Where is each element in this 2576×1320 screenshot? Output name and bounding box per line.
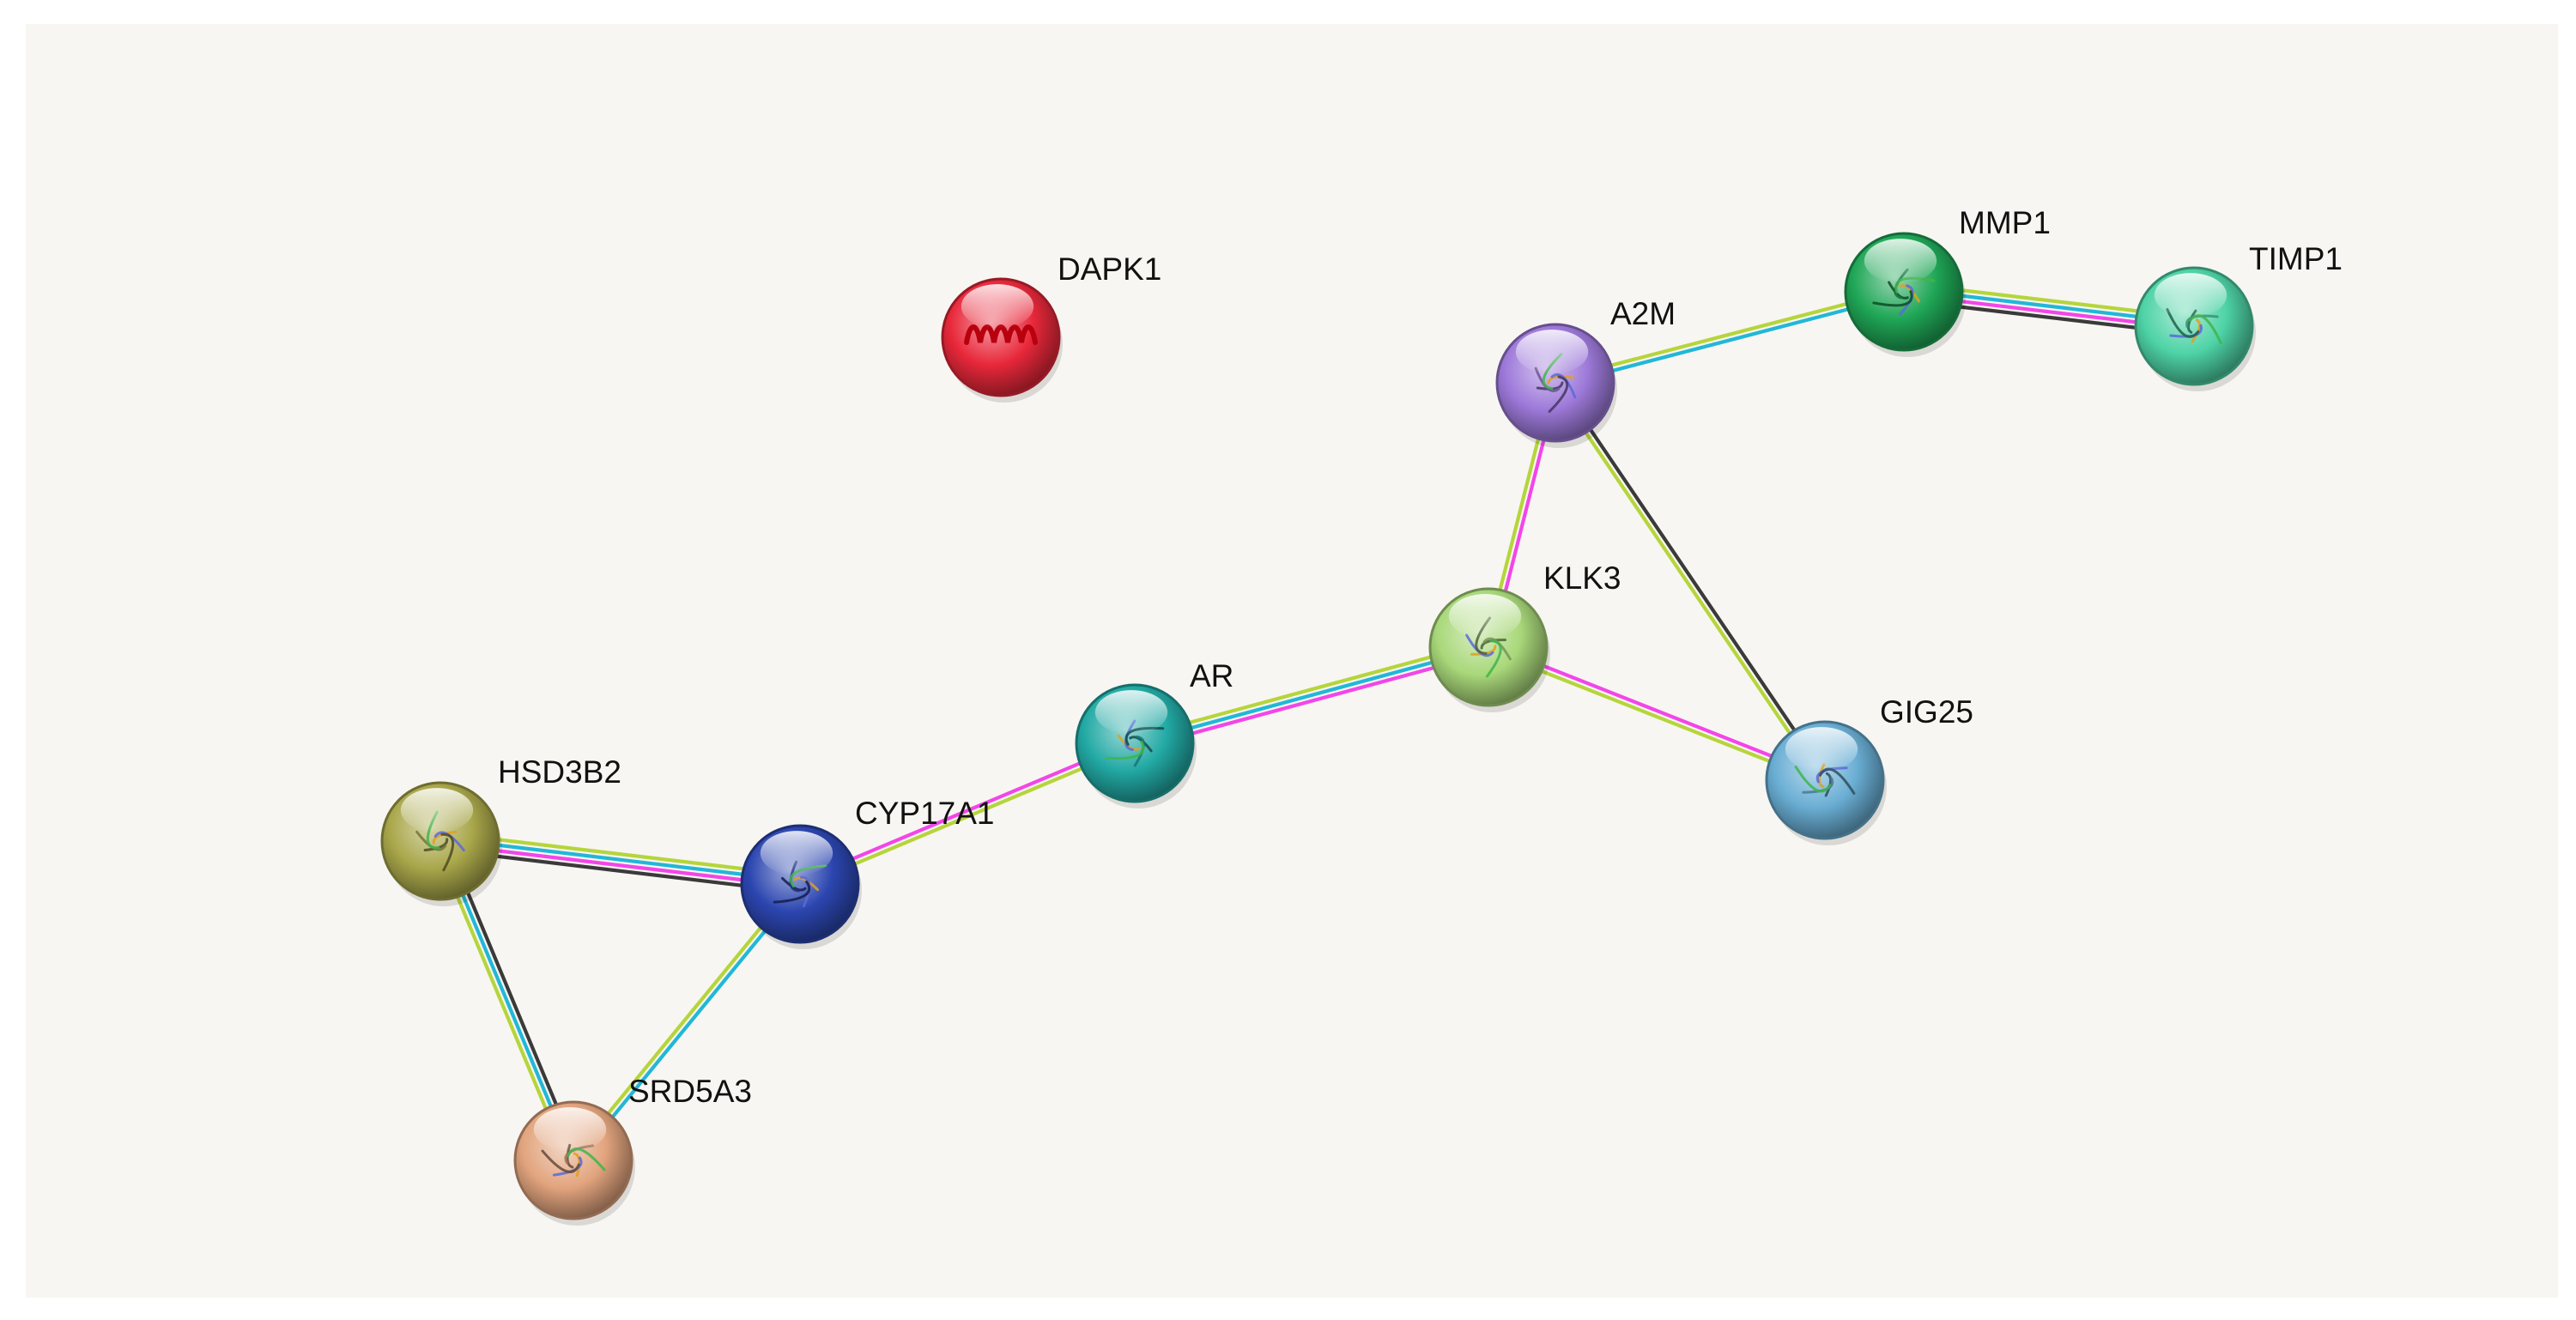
edge-klk3-gig25[interactable] <box>1485 642 1828 785</box>
edge-line-black <box>1555 379 1829 781</box>
edge-ar-klk3[interactable] <box>1131 639 1492 751</box>
edge-line-magenta <box>797 738 1136 884</box>
node-label-dapk1: DAPK1 <box>1058 251 1161 287</box>
edge-line-magenta <box>1488 642 1828 780</box>
node-gloss <box>400 788 474 833</box>
node-mmp1[interactable]: MMP1 <box>1844 205 2051 357</box>
edge-line-yellowgreen <box>1551 382 1825 784</box>
node-label-srd5a3: SRD5A3 <box>628 1074 752 1109</box>
node-klk3[interactable]: KLK3 <box>1428 560 1621 712</box>
node-label-gig25: GIG25 <box>1880 694 1973 730</box>
node-a2m[interactable]: A2M <box>1495 296 1676 448</box>
node-gloss <box>2154 273 2227 318</box>
edge-line-yellowgreen <box>1553 287 1906 382</box>
edge-line-magenta <box>1134 651 1492 751</box>
node-gloss <box>1864 239 1937 283</box>
edge-line-magenta <box>438 842 802 889</box>
node-ar[interactable]: AR <box>1075 658 1233 808</box>
node-label-hsd3b2: HSD3B2 <box>498 754 621 790</box>
node-label-cyp17a1: CYP17A1 <box>855 796 995 831</box>
node-gloss <box>1785 727 1858 772</box>
node-gloss <box>1448 594 1522 639</box>
node-gloss <box>961 284 1034 329</box>
edge-line-cyan <box>1132 645 1491 746</box>
node-hsd3b2[interactable]: HSD3B2 <box>380 754 621 906</box>
edge-line-cyan <box>1554 293 1906 388</box>
node-gloss <box>1515 330 1589 374</box>
network-panel-background <box>26 24 2558 1298</box>
node-dapk1[interactable]: DAPK1 <box>941 251 1161 403</box>
edge-line-black <box>437 847 801 894</box>
edge-line-cyan <box>439 836 803 883</box>
node-gig25[interactable]: GIG25 <box>1765 694 1973 845</box>
node-label-klk3: KLK3 <box>1543 560 1621 596</box>
edge-line-yellowgreen <box>799 743 1138 889</box>
edge-line-yellowgreen <box>1131 639 1489 740</box>
protein-structure-icon <box>773 860 827 908</box>
node-gloss <box>1094 690 1168 735</box>
edge-a2m-gig25[interactable] <box>1551 379 1829 784</box>
edge-cyp17a1-ar[interactable] <box>797 738 1138 889</box>
node-gloss <box>533 1107 607 1152</box>
node-label-timp1: TIMP1 <box>2249 241 2343 276</box>
edge-line-yellowgreen <box>439 831 803 878</box>
protein-structure-icon <box>1534 353 1577 413</box>
node-label-ar: AR <box>1190 658 1233 693</box>
node-label-mmp1: MMP1 <box>1959 205 2051 240</box>
edge-line-yellowgreen <box>1485 647 1826 785</box>
edge-a2m-mmp1[interactable] <box>1553 287 1906 388</box>
edge-hsd3b2-cyp17a1[interactable] <box>437 831 803 894</box>
protein-structure-icon <box>415 810 465 872</box>
node-cyp17a1[interactable]: CYP17A1 <box>740 796 995 949</box>
node-gloss <box>760 831 833 875</box>
node-srd5a3[interactable]: SRD5A3 <box>513 1074 752 1226</box>
node-timp1[interactable]: TIMP1 <box>2134 241 2343 391</box>
node-label-a2m: A2M <box>1610 296 1676 331</box>
protein-structure-icon <box>1794 763 1856 797</box>
